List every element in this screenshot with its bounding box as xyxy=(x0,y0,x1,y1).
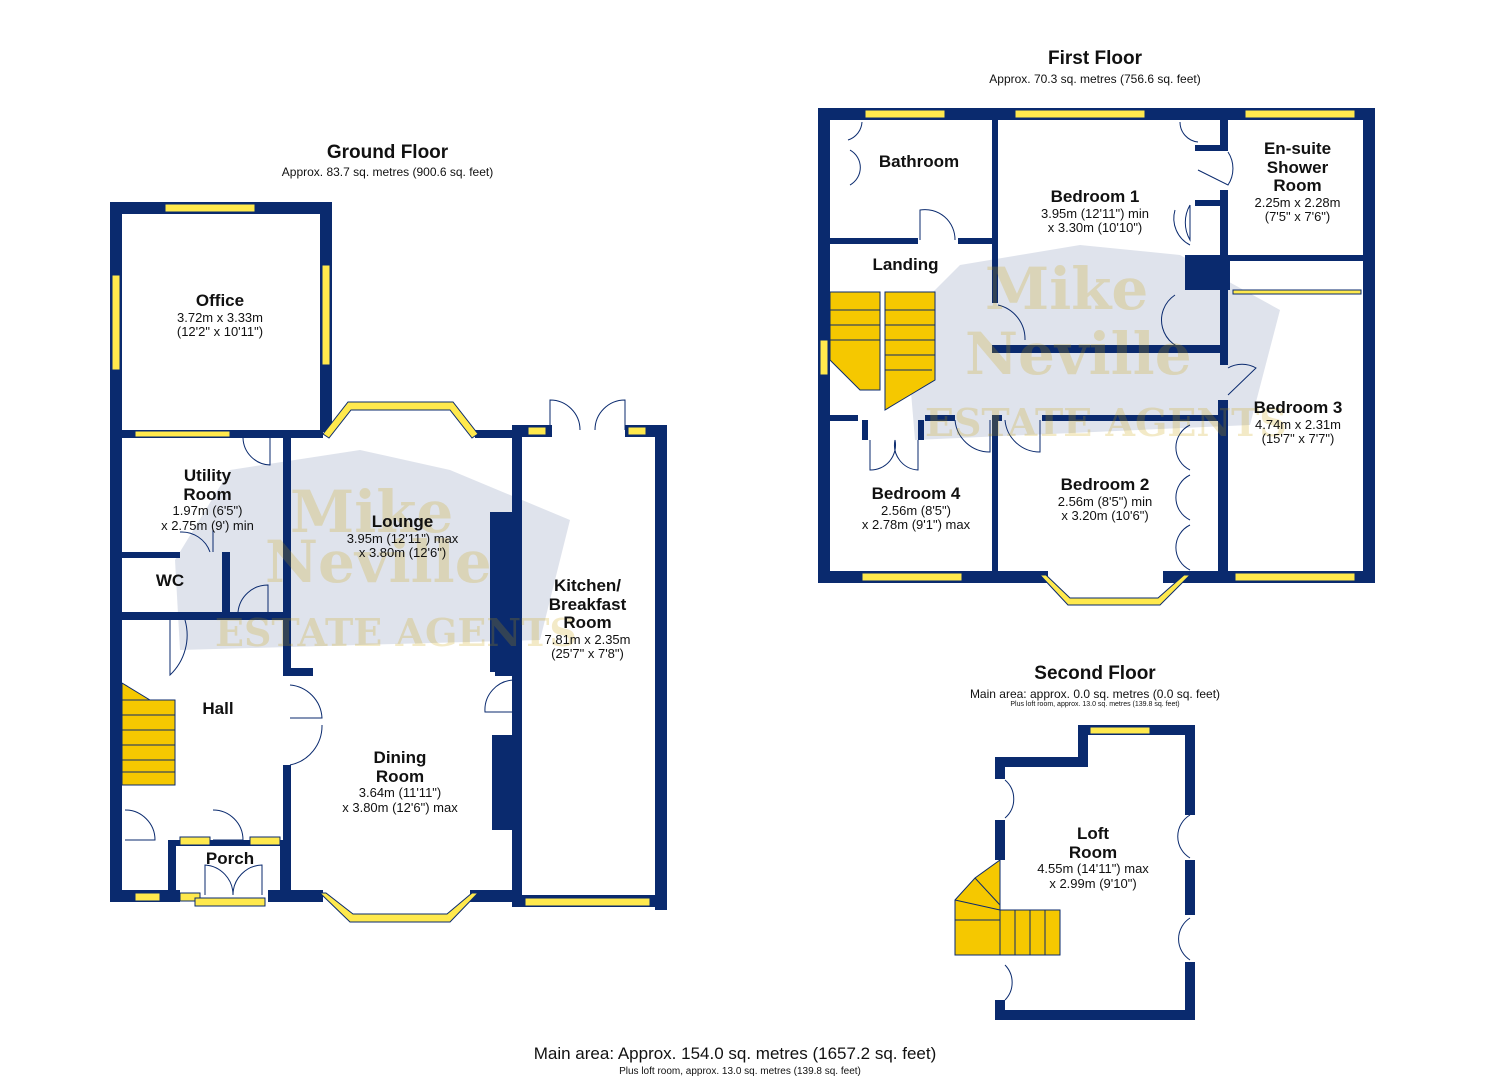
ground-floor-plan xyxy=(110,202,667,923)
second-floor-area: Main area: approx. 0.0 sq. metres (0.0 s… xyxy=(969,687,1221,701)
room-bedroom4: Bedroom 4 2.56m (8'5") x 2.78m (9'1") ma… xyxy=(842,484,990,532)
room-ensuite-name3: Room xyxy=(1273,176,1322,196)
first-floor-area: Approx. 70.3 sq. metres (756.6 sq. feet) xyxy=(989,72,1201,86)
room-bedroom1-name: Bedroom 1 xyxy=(1050,187,1140,206)
room-porch-name: Porch xyxy=(205,849,255,868)
room-bathroom-name: Bathroom xyxy=(878,152,960,171)
watermark-logo-ground xyxy=(175,450,570,650)
total-loft-note: Plus loft room, approx. 13.0 sq. metres … xyxy=(619,1066,861,1077)
room-bedroom3-name: Bedroom 3 xyxy=(1253,398,1343,417)
room-bedroom4-dim1: 2.56m (8'5") xyxy=(881,502,951,518)
room-loft-dim1: 4.55m (14'11") max xyxy=(1037,861,1149,877)
room-bedroom1-dim1: 3.95m (12'11") min xyxy=(1040,205,1149,221)
room-porch: Porch xyxy=(190,849,270,869)
room-kitchen-name1: Kitchen/ xyxy=(553,576,622,595)
second-floor-plan xyxy=(954,725,1195,1020)
room-loft-name2: Room xyxy=(1068,842,1118,862)
room-bedroom2: Bedroom 2 2.56m (8'5") min x 3.20m (10'6… xyxy=(1030,475,1180,523)
room-bedroom2-dim2: x 3.20m (10'6") xyxy=(1061,507,1149,523)
room-kitchen-dim1: 7.81m x 2.35m xyxy=(544,632,631,648)
room-dining-dim1: 3.64m (11'11") xyxy=(358,785,442,801)
room-utility-name2: Room xyxy=(183,484,232,504)
room-utility-dim1: 1.97m (6'5") xyxy=(172,503,243,519)
room-bedroom3-dim2: (15'7" x 7'7") xyxy=(1261,430,1335,446)
room-office-dim2: (12'2" x 10'11") xyxy=(176,323,264,339)
room-dining-name1: Dining xyxy=(373,748,427,767)
room-kitchen-dim2: (25'7" x 7'8") xyxy=(551,646,624,662)
room-loft: Loft Room 4.55m (14'11") max x 2.99m (9'… xyxy=(1018,824,1168,891)
room-office-name: Office xyxy=(195,291,245,310)
room-dining-dim2: x 3.80m (12'6") max xyxy=(342,799,458,815)
room-ensuite-name2: Shower xyxy=(1266,157,1329,177)
first-floor-title: First Floor xyxy=(1048,48,1142,69)
room-utility-name1: Utility xyxy=(183,466,232,485)
room-loft-name1: Loft xyxy=(1076,824,1110,843)
watermark-logo-first xyxy=(905,245,1280,440)
room-bedroom3: Bedroom 3 4.74m x 2.31m (15'7" x 7'7") xyxy=(1238,398,1358,446)
room-ensuite: En-suite Shower Room 2.25m x 2.28m (7'5"… xyxy=(1240,139,1355,225)
room-bedroom1-dim2: x 3.30m (10'10") xyxy=(1047,219,1143,235)
room-wc: WC xyxy=(140,571,200,591)
room-hall: Hall xyxy=(188,699,248,719)
room-lounge-dim2: x 3.80m (12'6") xyxy=(358,544,447,560)
room-wc-name: WC xyxy=(155,571,185,590)
room-dining-name2: Room xyxy=(375,766,425,786)
room-hall-name: Hall xyxy=(202,699,234,718)
second-floor-loft-note: Plus loft room, approx. 13.0 sq. metres … xyxy=(1010,701,1180,708)
room-bedroom2-name: Bedroom 2 xyxy=(1060,475,1150,494)
ground-floor-area: Approx. 83.7 sq. metres (900.6 sq. feet) xyxy=(281,165,494,179)
room-kitchen: Kitchen/ Breakfast Room 7.81m x 2.35m (2… xyxy=(525,576,650,662)
room-lounge-name: Lounge xyxy=(371,512,434,531)
room-loft-dim2: x 2.99m (9'10") xyxy=(1049,875,1137,891)
room-bedroom4-dim2: x 2.78m (9'1") max xyxy=(861,516,971,532)
room-bedroom4-name: Bedroom 4 xyxy=(871,484,961,503)
room-dining: Dining Room 3.64m (11'11") x 3.80m (12'6… xyxy=(320,748,480,815)
room-landing-name: Landing xyxy=(872,255,939,274)
room-ensuite-dim2: (7'5" x 7'6") xyxy=(1264,209,1331,225)
room-kitchen-name2: Breakfast xyxy=(548,594,627,614)
second-floor-title: Second Floor xyxy=(1034,663,1156,684)
room-bathroom: Bathroom xyxy=(860,152,978,172)
ground-floor-title: Ground Floor xyxy=(326,142,449,163)
room-bedroom2-dim1: 2.56m (8'5") min xyxy=(1057,493,1153,509)
room-lounge-dim1: 3.95m (12'11") max xyxy=(346,530,459,546)
first-floor-plan xyxy=(818,108,1375,606)
room-utility-dim2: x 2.75m (9') min xyxy=(161,517,254,533)
total-main-area: Main area: Approx. 154.0 sq. metres (165… xyxy=(533,1044,937,1063)
room-lounge: Lounge 3.95m (12'11") max x 3.80m (12'6"… xyxy=(320,512,485,560)
room-office: Office 3.72m x 3.33m (12'2" x 10'11") xyxy=(140,291,300,339)
room-ensuite-dim1: 2.25m x 2.28m xyxy=(1254,195,1341,211)
room-ensuite-name1: En-suite xyxy=(1263,139,1332,158)
room-bedroom3-dim1: 4.74m x 2.31m xyxy=(1255,416,1341,432)
room-kitchen-name3: Room xyxy=(563,613,612,633)
room-utility: Utility Room 1.97m (6'5") x 2.75m (9') m… xyxy=(135,466,280,533)
room-bedroom1: Bedroom 1 3.95m (12'11") min x 3.30m (10… xyxy=(1015,187,1175,235)
room-landing: Landing xyxy=(858,255,953,275)
room-office-dim1: 3.72m x 3.33m xyxy=(177,309,263,325)
